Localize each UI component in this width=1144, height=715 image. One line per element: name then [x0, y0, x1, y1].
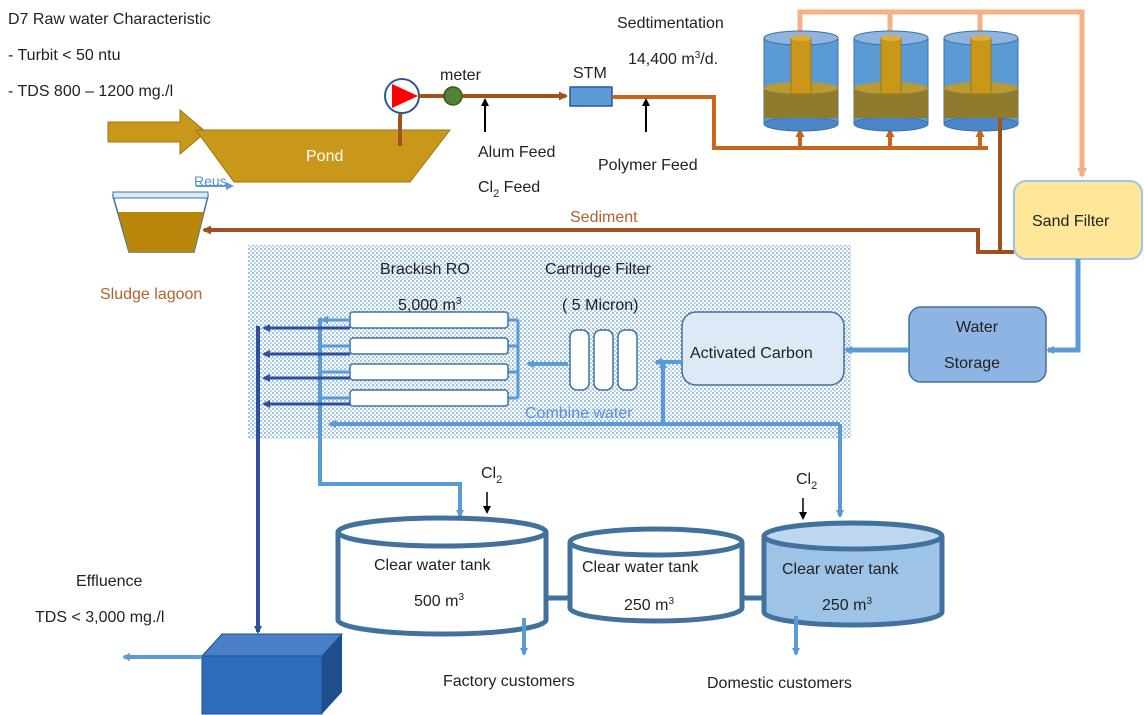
activated-carbon-box [681, 311, 845, 386]
sedimentation-tank-1 [763, 30, 839, 132]
pond-label: Pond [306, 148, 343, 165]
sedimentation-tank-2 [853, 30, 929, 132]
factory-customers-label: Factory customers [443, 673, 575, 690]
sedimentation-tank-3 [943, 30, 1019, 132]
sludge-lagoon-label: Sludge lagoon [100, 286, 202, 303]
effluence-label: Effluence [76, 573, 143, 590]
effluent-box-icon [200, 633, 344, 715]
raw-water-turbidity: - Turbit < 50 ntu [8, 47, 121, 64]
water-storage-box [908, 306, 1047, 383]
tank-3-volume: 250 m3 [822, 596, 872, 614]
clear-water-tank-1 [335, 515, 549, 637]
water-storage-label-1: Water [956, 319, 999, 336]
cl2-dose-2-label: Cl2 [796, 471, 817, 492]
brackish-ro-label: Brackish RO [380, 261, 470, 278]
tank-3-name: Clear water tank [782, 561, 899, 578]
effluence-tds-label: TDS < 3,000 mg./l [35, 609, 164, 626]
raw-water-tds: - TDS 800 – 1200 mg./l [8, 83, 173, 100]
pump-icon [384, 78, 420, 114]
activated-carbon-label: Activated Carbon [690, 345, 813, 362]
pond-icon [195, 129, 452, 183]
domestic-customers-label: Domestic customers [707, 675, 852, 692]
sand-filter-label: Sand Filter [1032, 213, 1110, 230]
water-storage-label-2: Storage [944, 355, 1000, 372]
meter-label: meter [440, 67, 482, 84]
cartridge-filter-label: Cartridge Filter [545, 261, 651, 278]
tank-1-name: Clear water tank [374, 557, 491, 574]
raw-water-title: D7 Raw water Characteristic [8, 11, 211, 28]
cartridge-filter-icon [569, 329, 638, 391]
combine-water-label: Combine water [525, 405, 633, 422]
alum-feed-label: Alum Feed [478, 144, 555, 161]
meter-icon [443, 86, 463, 106]
cl2-dose-1-label: Cl2 [481, 465, 502, 486]
inflow-arrow-icon [107, 108, 207, 156]
raw-water-block: D7 Raw water Characteristic - Turbit < 5… [8, 11, 211, 100]
ro-membranes [349, 311, 509, 407]
reuse-label: Reus [194, 173, 227, 189]
sediment-label: Sediment [570, 209, 638, 226]
sludge-lagoon-icon [112, 191, 209, 253]
sedimentation-title: Sedtimentation [617, 15, 724, 32]
stm-mixer-box [569, 86, 613, 107]
cl2-feed-label: Cl2 Feed [478, 179, 540, 200]
cartridge-micron-label: ( 5 Micron) [562, 297, 638, 314]
tank-1-volume: 500 m3 [414, 592, 464, 610]
sedimentation-capacity: 14,400 m3/d. [628, 50, 718, 68]
tank-2-volume: 250 m3 [624, 596, 674, 614]
stm-label: STM [573, 65, 607, 82]
clear-water-tank-3 [761, 520, 945, 628]
ro-capacity-label: 5,000 m3 [398, 296, 462, 314]
tank-2-name: Clear water tank [582, 559, 699, 576]
polymer-feed-label: Polymer Feed [598, 157, 698, 174]
clear-water-tank-2 [567, 526, 745, 624]
